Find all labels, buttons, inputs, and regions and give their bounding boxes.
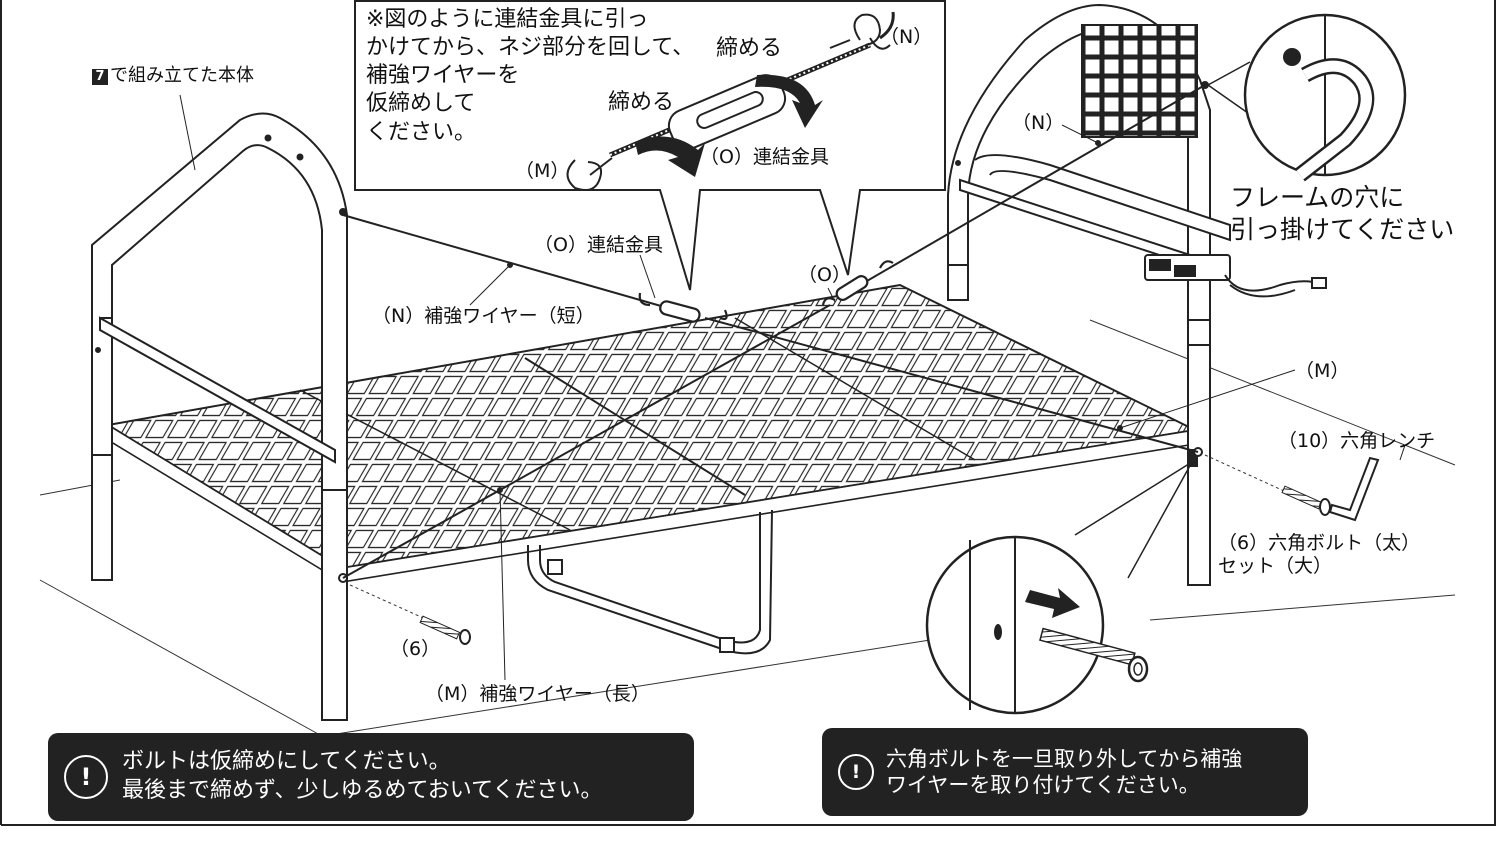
bed-base-grid xyxy=(105,283,1199,584)
label-m-long-wire: （M）補強ワイヤー（長） xyxy=(425,683,650,705)
turnbuckle-detail xyxy=(566,11,895,191)
label-n-right: （N） xyxy=(1012,112,1065,134)
warning-text: 六角ボルトを一旦取り外してから補強 ワイヤーを取り付けてください。 xyxy=(886,746,1242,799)
warning-line: 最後まで締めず、少しゆるめておいてください。 xyxy=(122,778,603,803)
reinforcement-wires xyxy=(342,84,1206,579)
callout-line: 補強ワイヤーを xyxy=(366,63,520,89)
right-frame xyxy=(947,3,1327,586)
label-hex-bolt-line: （6）六角ボルト（太） xyxy=(1218,532,1421,554)
callout-label-o: （O）連結金具 xyxy=(700,146,829,168)
warning-line: 六角ボルトを一旦取り外してから補強 xyxy=(886,746,1243,771)
label-hex-bolt: （6）六角ボルト（太） セット（大） xyxy=(1218,532,1420,578)
bolt-right xyxy=(1204,454,1380,522)
callout-text: ※図のように連結金具に引っ かけてから、ネジ部分を回して、 補強ワイヤーを 仮締… xyxy=(366,6,694,147)
bolt-left xyxy=(349,584,471,645)
tighten-arrow-top xyxy=(755,74,823,128)
warning-line: ボルトは仮締めにしてください。 xyxy=(122,749,451,775)
tighten-arrow-left xyxy=(635,136,705,177)
step-reference-text: で組み立てた本体 xyxy=(110,65,254,86)
label-o-right: （O） xyxy=(798,264,851,286)
label-hex-wrench: （10）六角レンチ xyxy=(1278,430,1436,452)
callout-line: かけてから、ネジ部分を回して、 xyxy=(366,35,695,61)
folding-leg xyxy=(527,509,773,655)
label-bolt-left: （6） xyxy=(390,638,441,660)
label-n-short-wire: （N）補強ワイヤー（短） xyxy=(372,305,595,327)
warning-loose-bolt: ! ボルトは仮締めにしてください。 最後まで締めず、少しゆるめておいてください。 xyxy=(48,733,694,821)
leader-lines xyxy=(179,94,1406,681)
callout-line: 仮締めして xyxy=(366,91,476,117)
tighten-label-top: 締める xyxy=(716,36,783,61)
warning-icon: ! xyxy=(838,754,874,790)
callout-line: ※図のように連結金具に引っ xyxy=(366,7,649,32)
warning-line: ワイヤーを取り付けてください。 xyxy=(886,773,1200,797)
warning-remove-bolt: ! 六角ボルトを一旦取り外してから補強 ワイヤーを取り付けてください。 xyxy=(822,728,1308,816)
label-m-right: （M） xyxy=(1295,360,1350,382)
label-o-center: （O）連結金具 xyxy=(534,234,663,256)
frame-hole-line: 引っ掛けてください xyxy=(1230,215,1455,244)
label-hex-bolt-line: セット（大） xyxy=(1218,554,1333,577)
left-frame xyxy=(91,112,348,721)
callout-label-m: （M） xyxy=(515,160,570,182)
frame-hole-instruction: フレームの穴に 引っ掛けてください xyxy=(1230,182,1454,246)
callout-label-n: （N） xyxy=(880,26,933,48)
tighten-label-left: 締める xyxy=(608,90,675,115)
bolt-insert-detail xyxy=(925,461,1193,715)
frame-hole-line: フレームの穴に xyxy=(1230,183,1405,212)
step-badge: 7 xyxy=(92,69,108,85)
warning-icon: ! xyxy=(64,755,108,799)
hook-detail xyxy=(1207,13,1407,182)
floor-lines xyxy=(39,319,1456,736)
callout-line: ください。 xyxy=(366,119,477,145)
warning-text: ボルトは仮締めにしてください。 最後まで締めず、少しゆるめておいてください。 xyxy=(122,748,602,805)
